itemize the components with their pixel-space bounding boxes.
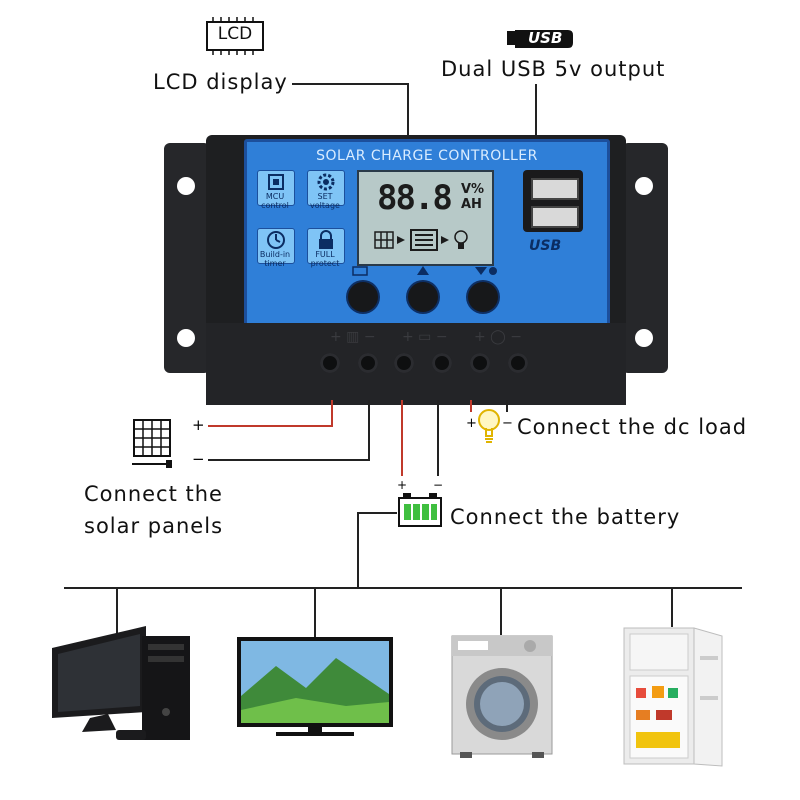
up-button[interactable] — [408, 282, 438, 312]
drop-washer — [500, 587, 502, 635]
gear-icon — [307, 170, 345, 206]
battery-negative-terminal[interactable] — [432, 353, 452, 373]
protect-label-1: FULL — [315, 250, 335, 259]
usb-ports — [523, 170, 583, 232]
usb-icon-text: USB — [528, 29, 563, 47]
distribution-bus — [64, 587, 742, 589]
usb-callout-icon — [506, 28, 574, 50]
load-negative-wire — [506, 400, 508, 412]
mcu-icon — [257, 170, 295, 206]
battery-plus-sign: + — [397, 478, 408, 492]
refrigerator-icon — [622, 626, 734, 768]
solar-positive-wire-v — [331, 400, 333, 427]
left-mounting-ear — [164, 143, 210, 373]
solar-plus-sign: + — [192, 416, 205, 434]
battery-drop-v — [357, 512, 359, 588]
computer-icon — [46, 622, 198, 744]
solar-negative-terminal[interactable] — [358, 353, 378, 373]
load-plus-sign: + — [466, 416, 477, 431]
lcd-screen: 88.8 V%AH — [357, 170, 494, 266]
battery-label: Connect the battery — [450, 505, 681, 529]
lcd-unit-bottom: AH — [461, 197, 482, 212]
lcd-unit-top: V% — [461, 182, 485, 197]
solar-minus-sign: − — [192, 450, 205, 468]
usb-leader — [535, 84, 537, 140]
load-positive-terminal[interactable] — [470, 353, 490, 373]
dc-load-label: Connect the dc load — [517, 415, 748, 439]
usb-port-1[interactable] — [531, 178, 579, 200]
timer-label-2: timer — [264, 259, 286, 268]
mcu-label-1: MCU — [265, 192, 285, 201]
load-negative-terminal[interactable] — [508, 353, 528, 373]
usb-output-label: Dual USB 5v output — [441, 57, 666, 81]
drop-computer — [116, 587, 118, 637]
drop-refrigerator — [671, 587, 673, 627]
mcu-label-2: control — [261, 201, 289, 210]
solar-negative-wire-v — [368, 400, 370, 461]
bulb-icon — [476, 406, 502, 446]
solar-positive-wire-h — [208, 425, 332, 427]
battery-icon — [397, 492, 443, 528]
solar-negative-wire-h — [208, 459, 369, 461]
lcd-leader-h — [292, 83, 408, 85]
solar-positive-terminal[interactable] — [320, 353, 340, 373]
battery-drop-h — [357, 512, 397, 514]
lcd-callout-icon — [203, 16, 267, 56]
terminal-block: + ▥ − + ▭ − + ◯ − — [206, 323, 626, 405]
protect-label-2: protect — [310, 259, 340, 268]
battery-positive-terminal[interactable] — [394, 353, 414, 373]
controller-title: SOLAR CHARGE CONTROLLER — [316, 148, 538, 164]
lcd-flow-icons — [374, 229, 468, 251]
washing-machine-icon — [450, 634, 554, 760]
solar-label-2: solar panels — [84, 514, 224, 538]
down-button[interactable] — [468, 282, 498, 312]
timer-label-1: Build-in — [259, 250, 291, 259]
battery-positive-wire — [401, 400, 403, 476]
set-label-2: voltage — [310, 201, 340, 210]
set-label-1: SET — [317, 192, 333, 201]
lock-icon — [307, 228, 345, 264]
lcd-display-label: LCD display — [153, 70, 288, 94]
usb-logo: USB — [529, 238, 562, 254]
solar-panel-icon — [130, 418, 176, 472]
television-icon — [236, 636, 394, 746]
lcd-icon-text: LCD — [217, 24, 253, 44]
battery-negative-wire — [437, 400, 439, 476]
clock-icon — [257, 228, 295, 264]
solar-label-1: Connect the — [84, 482, 223, 506]
right-mounting-ear — [622, 143, 668, 373]
button-glyphs — [352, 266, 497, 276]
load-positive-wire — [470, 400, 472, 412]
load-minus-sign: − — [502, 416, 513, 431]
battery-minus-sign: − — [433, 478, 444, 492]
lcd-value: 88.8 — [377, 178, 453, 218]
drop-television — [314, 587, 316, 637]
lcd-leader-v — [407, 83, 409, 140]
menu-button[interactable] — [348, 282, 378, 312]
usb-port-2[interactable] — [531, 206, 579, 228]
